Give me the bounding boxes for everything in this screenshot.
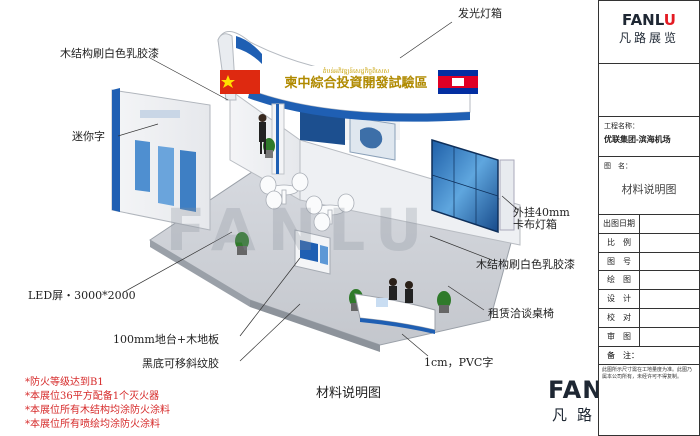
row-label: 出图日期 xyxy=(599,215,640,233)
note-line: *防火等级达到B1 xyxy=(25,377,104,388)
row-label: 设 计 xyxy=(599,290,640,308)
title-block-logo: FANLU 凡路展览 xyxy=(599,11,699,64)
row-label: 图 号 xyxy=(599,252,640,271)
drawing-name-label: 图 名： xyxy=(604,162,632,170)
label-mini-text: 迷你字 xyxy=(72,130,105,143)
label-wood-paint-right: 木结构刷白色乳胶漆 xyxy=(476,258,575,271)
title-block: FANLU 凡路展览 工程名称： 优联集团-滨海机场 图 名： 材料说明图 出图… xyxy=(598,0,700,436)
drawing-caption: 材料说明图 xyxy=(316,386,382,401)
cambodia-flag-icon xyxy=(438,70,478,94)
tb-logo-accent: U xyxy=(663,11,676,29)
row-label: 比 例 xyxy=(599,233,640,252)
project-name-label: 工程名称： xyxy=(604,122,639,130)
label-pvc-text: 1cm，PVC字 xyxy=(424,356,494,369)
banner-title: 柬中綜合投資開發試驗區 xyxy=(284,75,427,91)
tb-logo-word: FANL xyxy=(622,11,664,29)
drawing-name-value: 材料说明图 xyxy=(621,183,677,196)
label-floor: 100mm地台+木地板 xyxy=(113,333,220,346)
banner-khmer: តំបន់អភិវឌ្ឍន៍សេដ្ឋកិច្ចពិសេស xyxy=(323,67,390,75)
title-block-row: 出图日期 xyxy=(599,215,699,234)
project-name-value: 优联集团-滨海机场 xyxy=(604,135,671,144)
row-label: 校 对 xyxy=(599,308,640,327)
note-line: *本展位36平方配备1个灭火器 xyxy=(25,391,160,402)
title-block-row: 图 号 xyxy=(599,252,699,272)
remarks-label: 备 注： xyxy=(599,347,699,365)
label-rental-chairs: 租赁洽谈桌椅 xyxy=(488,307,554,320)
label-led-screen: LED屏・3000*2000 xyxy=(28,289,136,302)
row-label: 绘 图 xyxy=(599,271,640,290)
title-block-blank xyxy=(599,64,699,117)
drawing-name-cell: 图 名： 材料说明图 xyxy=(599,157,699,215)
note-line: *本展位所有喷绘均涂防火涂料 xyxy=(25,419,160,430)
remarks-text: 此图所示尺寸需在工地量度为准。此图乃属本公司所有，未经许可不得复制。 xyxy=(602,366,693,380)
booth-rendering: តំបន់អភិវឌ្ឍន៍សេដ្ឋកិច្ចពិសេស 柬中綜合投資開發試驗… xyxy=(111,21,521,362)
title-block-row: 校 对 xyxy=(599,308,699,328)
label-wood-paint-top: 木结构刷白色乳胶漆 xyxy=(60,47,159,60)
title-block-row: 比 例 xyxy=(599,233,699,253)
note-line: *本展位所有木结构均涂防火涂料 xyxy=(25,405,170,416)
svg-text:FANLU: FANLU xyxy=(166,196,434,264)
title-block-row: 审 图 xyxy=(599,327,699,347)
row-label: 审 图 xyxy=(599,327,640,346)
title-block-row: 绘 图 xyxy=(599,271,699,291)
tb-logo-chinese: 凡路展览 xyxy=(618,31,679,45)
label-hanging-lightbox: 外挂40mm 卡布灯箱 xyxy=(513,206,570,231)
label-floor-vinyl: 黑底可移斜纹胶 xyxy=(142,357,219,370)
fire-safety-notes: *防火等级达到B1 *本展位36平方配备1个灭火器 *本展位所有木结构均涂防火涂… xyxy=(25,376,170,432)
label-lightbox: 发光灯箱 xyxy=(458,7,502,20)
project-name-cell: 工程名称： 优联集团-滨海机场 xyxy=(599,117,699,157)
title-block-row: 设 计 xyxy=(599,290,699,309)
